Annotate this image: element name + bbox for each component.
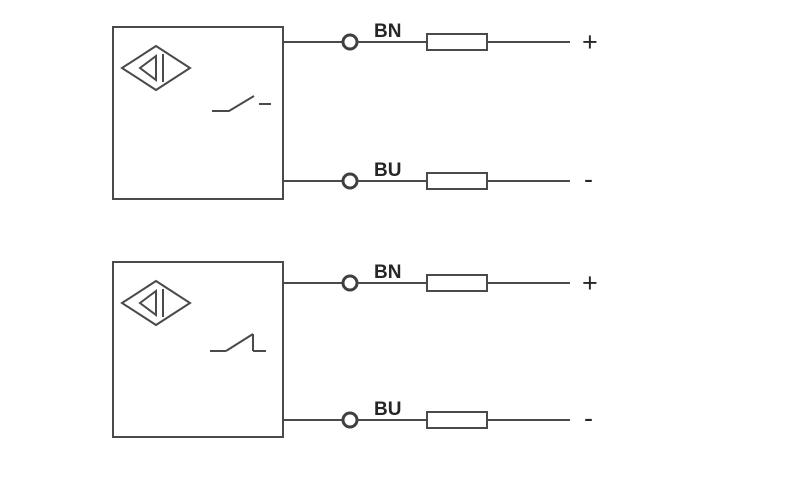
proximity-sensor-icon xyxy=(120,44,192,92)
wire-bu: BU - xyxy=(283,160,593,194)
terminal-circle xyxy=(341,172,359,190)
terminal-plus: + xyxy=(582,27,598,57)
contact-blade xyxy=(212,95,255,112)
wire-bu: BU - xyxy=(283,399,593,433)
wire-label-bu: BU xyxy=(374,399,401,420)
normally-open-contact-icon xyxy=(212,95,271,112)
load-resistor-icon xyxy=(426,274,488,292)
wire-label-bn: BN xyxy=(374,21,401,42)
diamond-icon xyxy=(120,279,192,327)
load-resistor-icon xyxy=(426,172,488,190)
wire-label-bu: BU xyxy=(374,160,401,181)
terminal-minus: - xyxy=(584,164,593,194)
load-resistor-icon xyxy=(426,33,488,51)
diamond-inner-triangle xyxy=(138,289,157,317)
terminal-circle xyxy=(341,33,359,51)
diamond-inner-triangle xyxy=(138,54,157,82)
sensor-2: BN + BU - xyxy=(112,261,598,438)
terminal-minus: - xyxy=(584,403,593,433)
terminal-plus: + xyxy=(582,268,598,298)
load-resistor-icon xyxy=(426,411,488,429)
sensor-2-body xyxy=(112,261,284,438)
diamond-icon xyxy=(120,44,192,92)
sensor-1-body xyxy=(112,26,284,200)
wire-bn: BN + xyxy=(283,21,598,57)
wire-bn: BN + xyxy=(283,262,598,298)
normally-closed-contact-icon xyxy=(210,333,266,352)
terminal-circle xyxy=(341,274,359,292)
contact-blade xyxy=(225,333,254,352)
proximity-sensor-icon xyxy=(120,279,192,327)
terminal-circle xyxy=(341,411,359,429)
wire-label-bn: BN xyxy=(374,262,401,283)
sensor-1: BN + BU - xyxy=(112,21,598,200)
